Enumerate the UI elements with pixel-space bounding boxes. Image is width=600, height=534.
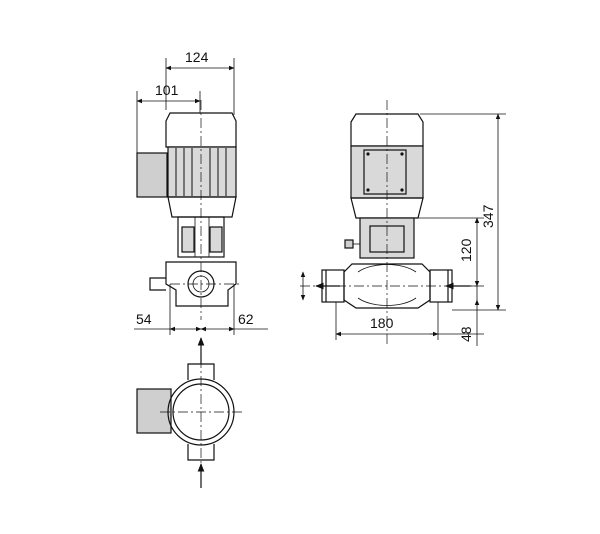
dim-62-label: 62 [238,311,254,327]
side-view: 180 347 120 48 [300,100,506,346]
dim-347-label: 347 [480,204,496,228]
dim-120-label: 120 [458,238,474,262]
front-motor-flange [167,196,237,218]
dim-101-label: 101 [155,82,179,98]
front-view: 124 101 54 62 [134,49,268,335]
front-pump-housing [165,261,237,307]
dim-124-label: 124 [185,49,209,65]
side-terminal-box [363,149,407,195]
front-motor-fins [175,148,227,196]
front-motor-cap [165,112,237,148]
dim-180-label: 180 [370,315,394,331]
top-terminal-box [136,388,172,434]
top-view [136,337,245,488]
dim-54-label: 54 [136,311,152,327]
dim-48-label: 48 [458,326,474,342]
front-terminal-box [136,152,168,198]
